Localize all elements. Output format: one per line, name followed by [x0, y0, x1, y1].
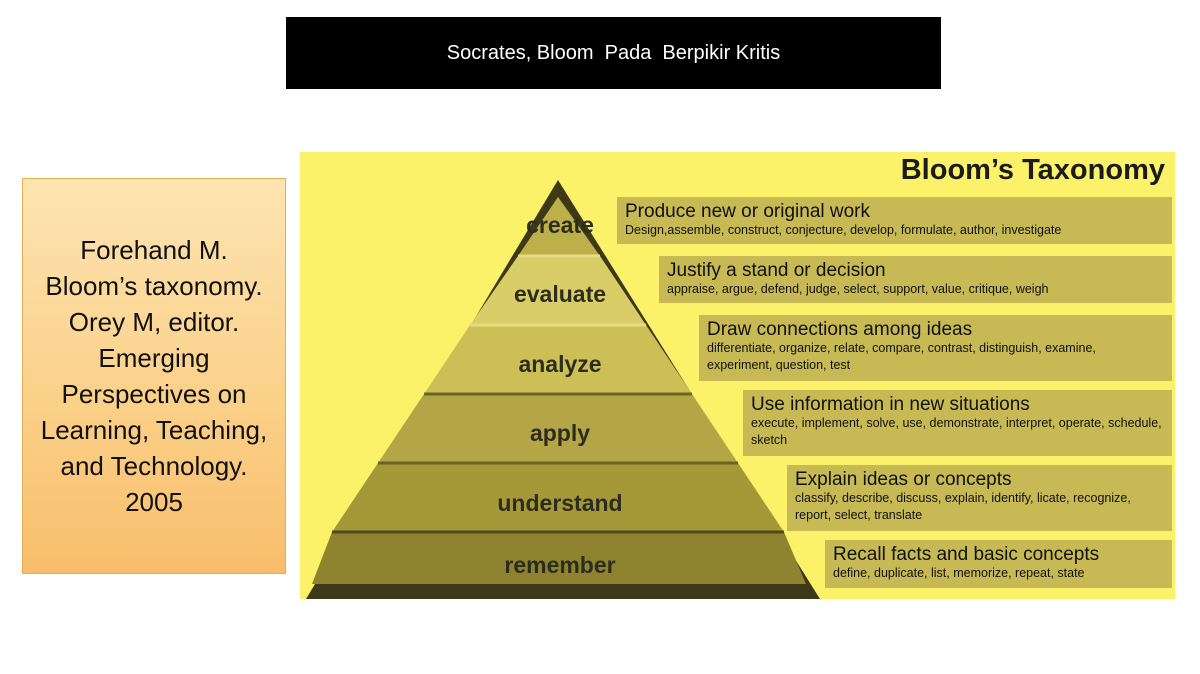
desc-heading: Recall facts and basic concepts: [833, 544, 1100, 565]
level-word-create: create: [526, 212, 594, 238]
level-word-evaluate: evaluate: [513, 281, 607, 307]
desc-box-create: Produce new or original work Design,asse…: [617, 197, 1172, 244]
taxonomy-panel: Bloom’s Taxonomy create evaluate analyze…: [300, 152, 1175, 599]
tier-create: [518, 197, 600, 256]
level-word-apply: apply: [529, 420, 591, 446]
desc-box-understand: Explain ideas or concepts classify, desc…: [787, 465, 1172, 531]
level-word-understand: understand: [497, 490, 623, 516]
citation-text: Forehand M. Bloom’s taxonomy. Orey M, ed…: [40, 235, 268, 517]
desc-heading: Explain ideas or concepts: [795, 469, 1012, 490]
desc-verbs: classify, describe, discuss, explain, id…: [795, 491, 1131, 522]
desc-heading: Use information in new situations: [751, 394, 1030, 415]
tier-evaluate: [470, 256, 646, 325]
slide-title: Socrates, Bloom Pada Berpikir Kritis: [286, 17, 941, 89]
tier-understand: [332, 463, 784, 532]
desc-box-evaluate: Justify a stand or decision appraise, ar…: [659, 256, 1172, 303]
tier-analyze: [424, 325, 692, 394]
desc-box-remember: Recall facts and basic concepts define, …: [825, 540, 1172, 588]
desc-verbs: execute, implement, solve, use, demonstr…: [751, 416, 1162, 447]
level-word-analyze: analyze: [518, 351, 602, 377]
desc-heading: Produce new or original work: [625, 201, 871, 222]
desc-verbs: appraise, argue, defend, judge, select, …: [667, 282, 1049, 296]
panel-title: Bloom’s Taxonomy: [900, 154, 1165, 186]
desc-verbs: define, duplicate, list, memorize, repea…: [833, 566, 1085, 580]
desc-heading: Draw connections among ideas: [707, 319, 973, 340]
desc-box-analyze: Draw connections among ideas differentia…: [699, 315, 1172, 381]
desc-heading: Justify a stand or decision: [667, 260, 886, 281]
desc-verbs: Design,assemble, construct, conjecture, …: [625, 223, 1062, 237]
desc-verbs: differentiate, organize, relate, compare…: [707, 341, 1096, 372]
pyramid-diagram: [306, 180, 820, 599]
tier-apply: [378, 394, 738, 463]
tier-remember: [312, 532, 806, 584]
level-word-remember: remember: [504, 552, 616, 578]
desc-box-apply: Use information in new situations execut…: [743, 390, 1172, 456]
citation-box: Forehand M. Bloom’s taxonomy. Orey M, ed…: [22, 178, 286, 574]
